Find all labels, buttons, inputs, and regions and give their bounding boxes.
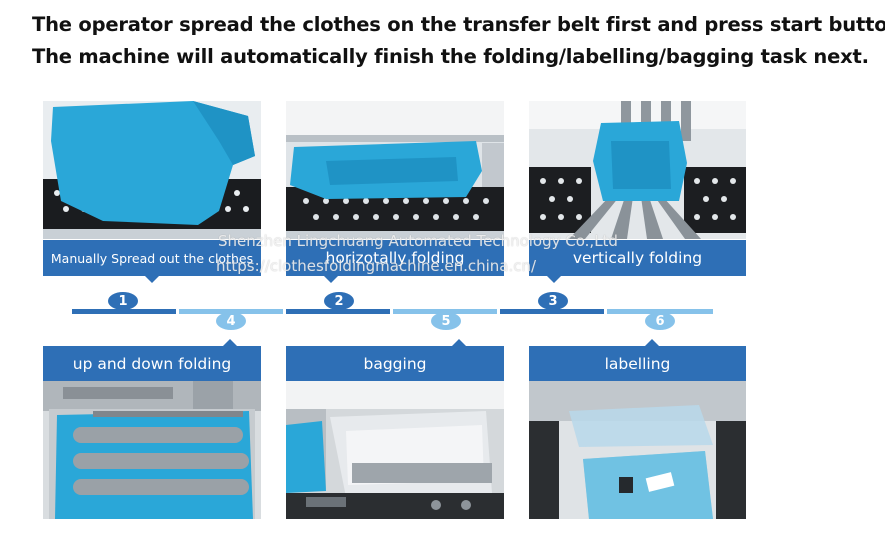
photo-step-3: [529, 101, 746, 239]
step-5-label: bagging: [363, 355, 427, 373]
headline-line-2: The machine will automatically finish th…: [32, 45, 869, 68]
step-5-number: 5: [431, 312, 461, 330]
step-6-label: labelling: [604, 355, 671, 373]
step-3-label: vertically folding: [572, 249, 703, 267]
photo-step-2: [286, 101, 504, 239]
step-3-number: 3: [538, 292, 568, 310]
step-5-banner: bagging: [286, 339, 504, 382]
timeline-segment-2: [286, 309, 390, 314]
step-4-label: up and down folding: [72, 355, 232, 373]
watermark-company: Shenzhen Lingchuang Automated Technology…: [218, 232, 618, 250]
timeline-segment-4: [179, 309, 283, 314]
timeline-segment-5: [393, 309, 497, 314]
step-4-banner: up and down folding: [43, 339, 261, 382]
timeline-segment-6: [607, 309, 713, 314]
step-1-label: Manually Spread out the clothes: [50, 250, 254, 266]
step-2-label: horizotally folding: [325, 249, 465, 267]
photo-step-5: [286, 381, 504, 519]
step-2-number: 2: [324, 292, 354, 310]
timeline-segment-1: [72, 309, 176, 314]
photo-step-4: [43, 381, 261, 519]
step-4-number: 4: [216, 312, 246, 330]
watermark-url: https://clothesfoldingmachine.en.china.c…: [216, 257, 537, 275]
step-2-banner: horizotally folding: [286, 240, 504, 283]
step-1-number: 1: [108, 292, 138, 310]
photo-step-6: [529, 381, 746, 519]
step-6-number: 6: [645, 312, 675, 330]
step-3-banner: vertically folding: [529, 240, 746, 283]
timeline-segment-3: [500, 309, 604, 314]
step-1-banner: Manually Spread out the clothes: [43, 240, 261, 283]
step-6-banner: labelling: [529, 339, 746, 382]
photo-step-1: [43, 101, 261, 239]
headline-line-1: The operator spread the clothes on the t…: [32, 13, 885, 36]
